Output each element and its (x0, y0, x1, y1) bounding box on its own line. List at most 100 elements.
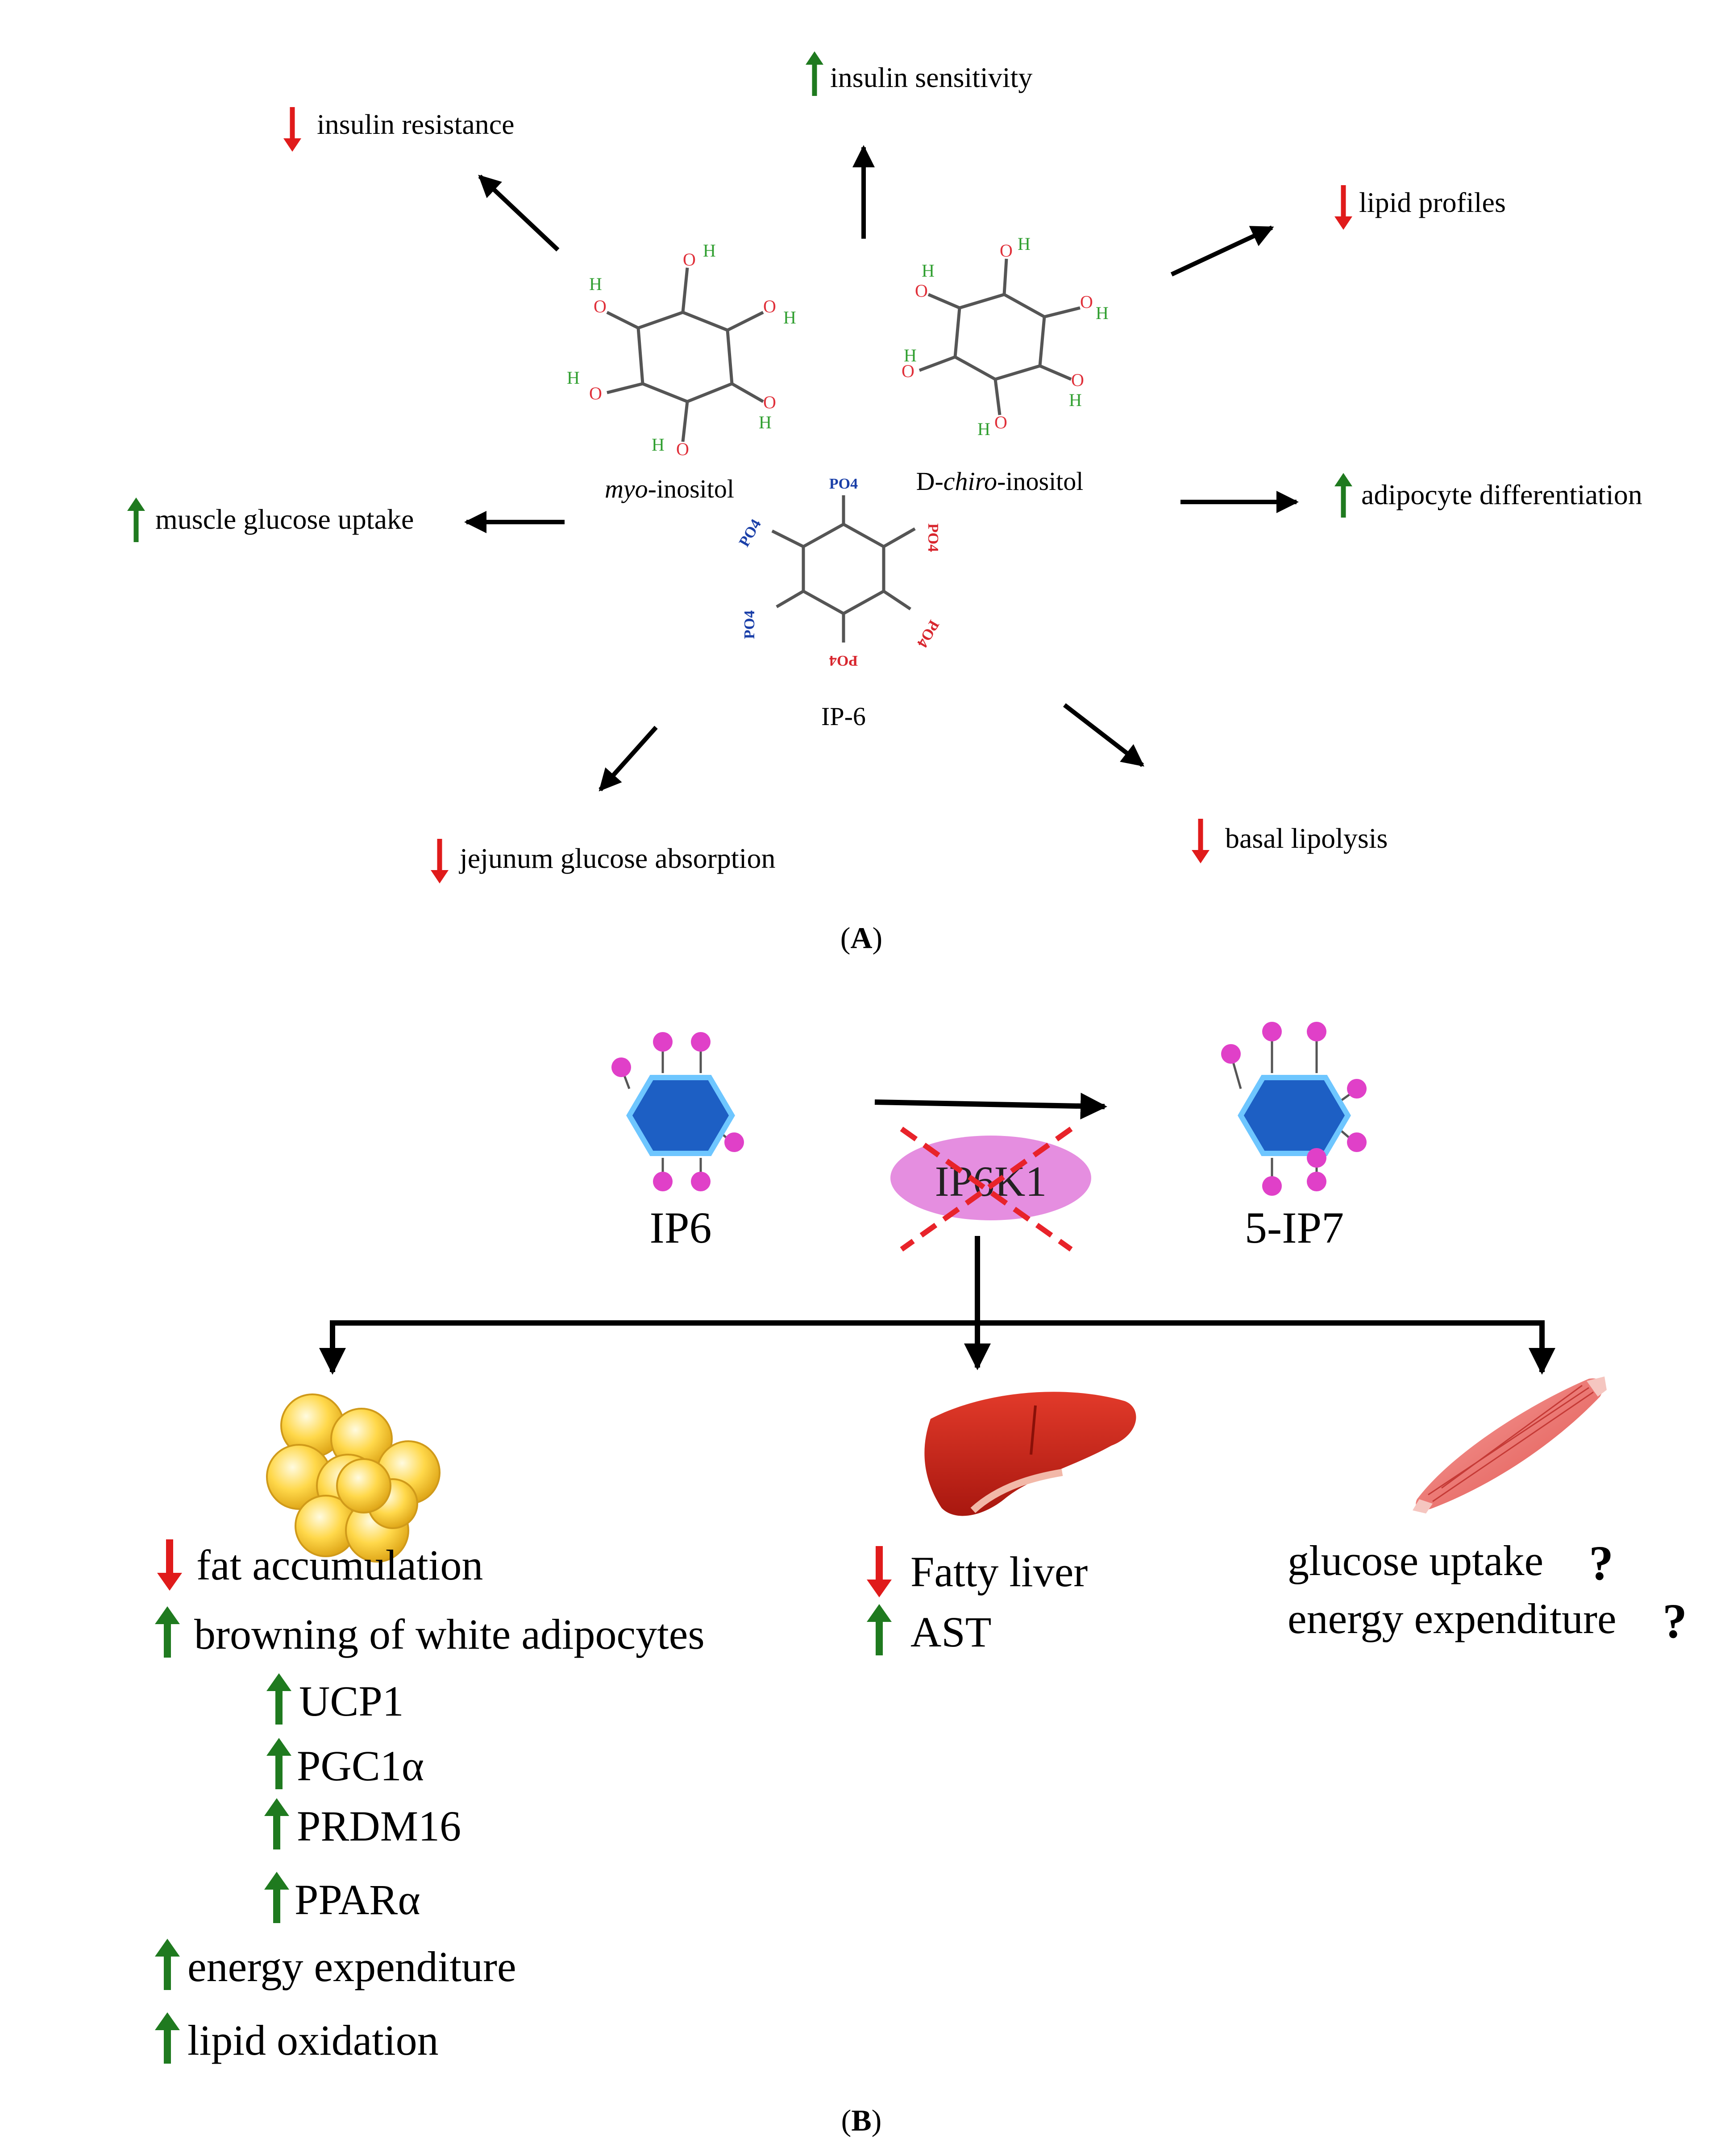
atom-h: H (703, 240, 716, 261)
atom-o: O (763, 392, 776, 412)
panel-a-label: (A) (840, 921, 882, 955)
effect-text: AST (910, 1608, 991, 1656)
effect-text: PRDM16 (297, 1802, 461, 1850)
d-chiro-inositol-label: D-chiro-inositol (916, 467, 1084, 496)
effect-energy-expenditure: energy expenditure (155, 1939, 516, 1990)
effect-insulin-resistance: insulin resistance (283, 107, 515, 152)
atom-o: O (994, 412, 1007, 432)
atom-h: H (922, 261, 935, 281)
down-arrow-icon (431, 839, 449, 883)
effect-text: basal lipolysis (1225, 822, 1388, 854)
down-arrow-icon (867, 1546, 892, 1597)
atom-h: H (589, 274, 602, 294)
liver-effects: Fatty liver AST (867, 1546, 1088, 1656)
ip6-structure (771, 495, 916, 643)
effect-lipid-oxidation: lipid oxidation (155, 2012, 439, 2064)
po4-label: PO4 (741, 610, 758, 639)
arrow (1170, 225, 1274, 277)
atom-h: H (904, 345, 917, 365)
effect-fat-accumulation: fat accumulation (157, 1539, 483, 1591)
atom-h: H (759, 412, 772, 432)
effect-text: energy expenditure (187, 1943, 516, 1990)
up-arrow-icon (867, 1604, 892, 1655)
unknown-mark: ? (1589, 1536, 1613, 1590)
up-arrow-icon (264, 1798, 289, 1849)
effect-text: energy expenditure (1288, 1595, 1617, 1642)
arrow (1063, 703, 1144, 767)
ip6k1-enzyme: IP6K1 (890, 1127, 1091, 1252)
effect-text: adipocyte differentiation (1361, 479, 1642, 510)
panel-b-label: (B) (841, 2103, 882, 2137)
atom-o: O (1080, 292, 1093, 312)
ip6-substrate-label: IP6 (650, 1203, 712, 1252)
atom-h: H (1096, 303, 1109, 323)
effect-prdm16: PRDM16 (264, 1798, 461, 1850)
effect-text: muscle glucose uptake (155, 503, 414, 535)
po4-label: PO4 (736, 517, 765, 550)
effect-ppara: PPARα (264, 1872, 420, 1924)
atom-o: O (589, 383, 602, 403)
reaction-arrow (874, 1092, 1107, 1119)
adipose-tissue-icon (266, 1393, 441, 1563)
effect-jejunum-glucose-absorption: jejunum glucose absorption (431, 839, 775, 883)
d-chiro-inositol-structure (919, 258, 1081, 415)
ip6-label: IP-6 (821, 702, 866, 731)
myo-inositol-structure (606, 267, 764, 442)
effect-text: lipid profiles (1359, 187, 1506, 218)
atom-h: H (567, 368, 580, 388)
effect-text: glucose uptake (1288, 1537, 1543, 1584)
atom-h: H (1069, 390, 1082, 410)
effect-browning: browning of white adipocytes (155, 1606, 705, 1658)
down-arrow-icon (283, 107, 301, 152)
up-arrow-icon (155, 2012, 180, 2064)
liver-icon (924, 1392, 1136, 1516)
up-arrow-icon (266, 1738, 291, 1789)
up-arrow-icon (155, 1939, 180, 1990)
effect-insulin-sensitivity: insulin sensitivity (806, 51, 1032, 96)
effect-text: insulin resistance (317, 108, 515, 140)
effect-text: jejunum glucose absorption (459, 842, 775, 874)
effect-glucose-uptake: glucose uptake ? (1288, 1536, 1613, 1590)
effect-text: fat accumulation (196, 1541, 483, 1589)
atom-h: H (977, 419, 990, 439)
atom-o: O (1000, 240, 1013, 261)
atom-o: O (683, 249, 696, 270)
panel-a-effects: insulin resistance insulin sensitivity l… (127, 51, 1642, 883)
myo-inositol-label: myo-inositol (605, 474, 734, 503)
arrow (598, 726, 658, 792)
effect-text: UCP1 (299, 1677, 404, 1725)
atom-o: O (915, 281, 928, 301)
distribution-arrows (319, 1236, 1555, 1375)
po4-label: PO4 (829, 652, 858, 669)
effect-muscle-glucose-uptake: muscle glucose uptake (127, 498, 414, 542)
effect-basal-lipolysis: basal lipolysis (1192, 819, 1388, 863)
atom-h: H (652, 435, 665, 455)
po4-label: PO4 (925, 523, 941, 552)
effect-pgc1a: PGC1α (266, 1738, 424, 1790)
effect-text: browning of white adipocytes (194, 1610, 705, 1658)
muscle-effects: glucose uptake ? energy expenditure ? (1288, 1536, 1687, 1648)
panel-a: O H O H O H O H O H O H myo-inositol O H (127, 51, 1642, 955)
atom-o: O (902, 361, 914, 381)
effect-ast: AST (867, 1604, 991, 1656)
down-arrow-icon (1192, 819, 1209, 863)
5-ip7-product-label: 5-IP7 (1245, 1203, 1344, 1252)
unknown-mark: ? (1662, 1594, 1687, 1648)
effect-text: PPARα (295, 1876, 420, 1924)
atom-o: O (594, 296, 607, 316)
myo-inositol-atoms: O H O H O H O H O H O H (567, 240, 796, 459)
panel-a-arrows (464, 145, 1299, 792)
atom-o: O (676, 439, 689, 459)
down-arrow-icon (1334, 185, 1352, 230)
atom-o: O (763, 296, 776, 316)
effect-text: lipid oxidation (187, 2016, 439, 2064)
effect-ucp1: UCP1 (266, 1673, 404, 1725)
effect-text: Fatty liver (910, 1548, 1088, 1596)
effect-text: PGC1α (297, 1742, 424, 1790)
atom-h: H (783, 307, 796, 328)
effect-text: insulin sensitivity (830, 62, 1032, 93)
ip6-molecule-icon (611, 1032, 744, 1191)
d-chiro-inositol-atoms: O H O H O H O H O H O H (902, 234, 1109, 439)
